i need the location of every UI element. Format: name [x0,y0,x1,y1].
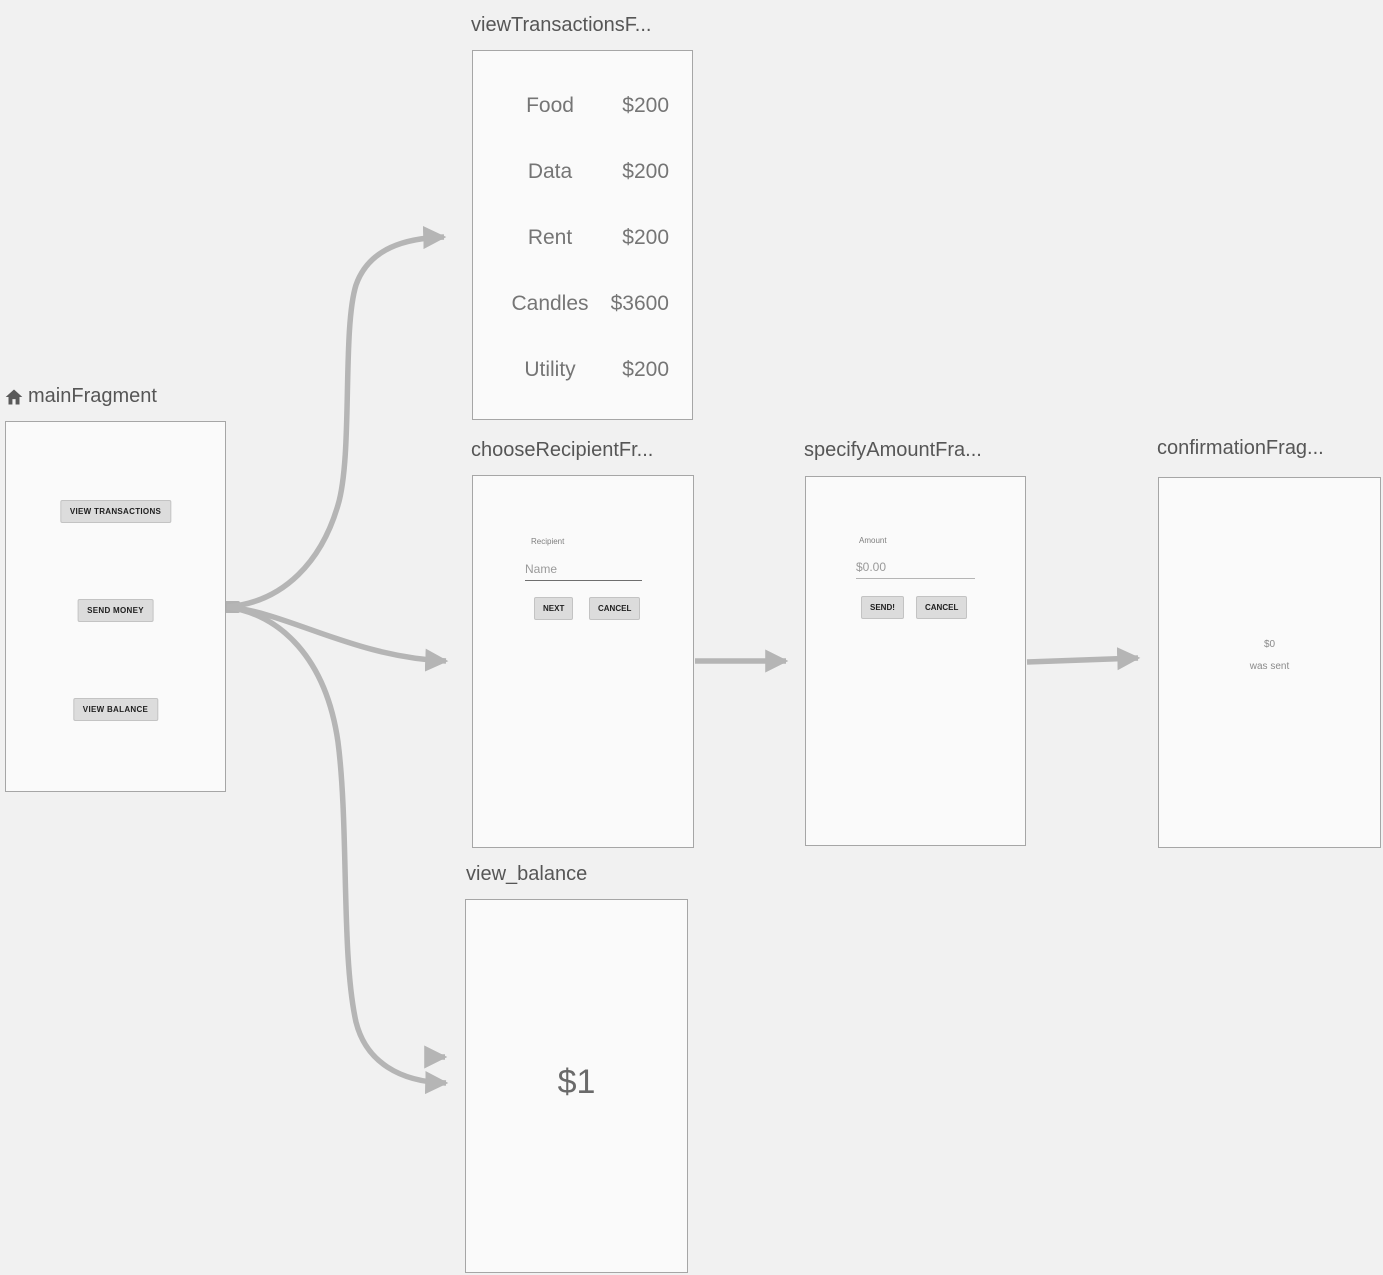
recipient-field-underline [525,580,642,581]
transaction-amount: $200 [622,94,669,117]
transaction-label: Data [527,160,573,183]
amount-field-underline [856,578,975,579]
transaction-label: Food [526,94,574,117]
next-button[interactable]: NEXT [534,597,574,620]
fragment-title-view-balance-label: view_balance [466,863,588,885]
recipient-field-label: Recipient [531,537,565,546]
view-balance-button[interactable]: VIEW BALANCE [72,698,159,721]
confirmation-message: was sent [1249,661,1290,672]
fragment-panel-confirmation[interactable]: $0 was sent [1158,477,1381,848]
fragment-panel-specify-amount[interactable]: Amount $0.00 SEND! CANCEL [805,476,1026,846]
transaction-amount: $3600 [610,292,669,315]
action-arrow-main-to-view-balance[interactable] [226,604,449,1095]
transaction-amount: $200 [622,226,669,249]
transaction-label: Rent [527,226,573,249]
confirmation-amount: $0 [1263,639,1276,650]
balance-value: $1 [557,1063,596,1101]
amount-field[interactable]: $0.00 [856,560,887,574]
fragment-title-choose-recipient[interactable]: chooseRecipientFr... [471,439,653,462]
home-icon [4,387,24,407]
send-money-button[interactable]: SEND MONEY [77,599,154,622]
fragment-panel-main[interactable]: VIEW TRANSACTIONS SEND MONEY VIEW BALANC… [5,421,226,792]
cancel-button[interactable]: CANCEL [916,596,968,619]
fragment-title-specify-amount-label: specifyAmountFra... [804,439,982,461]
transactions-list: Food $200 Data $200 Rent $200 Candles $3… [473,73,692,403]
transaction-row: Food $200 [473,73,692,139]
fragment-title-confirmation-label: confirmationFrag... [1157,437,1324,459]
transaction-row: Candles $3600 [473,271,692,337]
fragment-panel-view-balance[interactable]: $1 [465,899,688,1273]
fragment-title-main-label: mainFragment [28,385,157,407]
fragment-title-confirmation[interactable]: confirmationFrag... [1157,437,1324,460]
transaction-row: Rent $200 [473,205,692,271]
transaction-row: Utility $200 [473,337,692,403]
view-transactions-button[interactable]: VIEW TRANSACTIONS [59,500,172,523]
transaction-amount: $200 [622,160,669,183]
fragment-title-view-transactions-label: viewTransactionsF... [471,14,652,36]
fragment-title-choose-recipient-label: chooseRecipientFr... [471,439,654,461]
fragment-title-main[interactable]: mainFragment [4,385,157,408]
cancel-button[interactable]: CANCEL [589,597,641,620]
fragment-title-view-balance[interactable]: view_balance [466,863,587,886]
fragment-title-specify-amount[interactable]: specifyAmountFra... [804,439,982,462]
action-arrow-specify-amount-to-confirmation[interactable] [1026,647,1141,671]
transaction-row: Data $200 [473,139,692,205]
fragment-title-view-transactions[interactable]: viewTransactionsF... [471,14,651,37]
transaction-label: Candles [511,292,589,315]
fragment-panel-choose-recipient[interactable]: Recipient Name NEXT CANCEL [472,475,694,848]
recipient-name-field[interactable]: Name [525,562,558,576]
fragment-panel-view-transactions[interactable]: Food $200 Data $200 Rent $200 Candles $3… [472,50,693,420]
transaction-amount: $200 [622,358,669,381]
action-arrow-main-to-view-transactions[interactable] [226,226,447,610]
send-button[interactable]: SEND! [861,596,904,619]
amount-field-label: Amount [859,536,887,545]
transaction-label: Utility [524,358,576,381]
